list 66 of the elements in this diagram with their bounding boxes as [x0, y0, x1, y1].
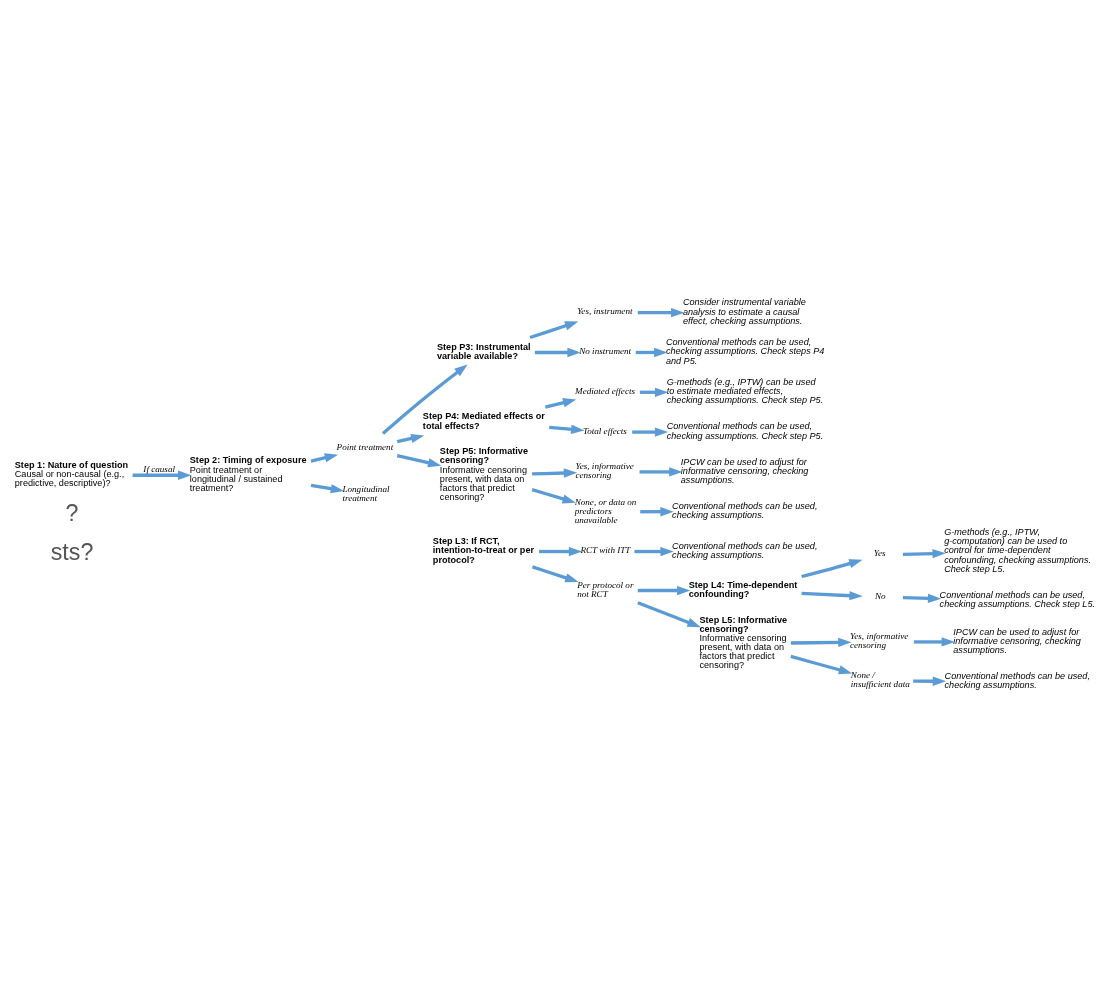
node-text: Conventional methods can be used, checking assumptions. — [672, 540, 818, 560]
arrow — [310, 453, 339, 463]
node-text: Step P3: Instrumental variable available? — [436, 341, 531, 361]
node-text: Step P5: Informative censoring? Informative censoring present, with data on factors that predict censoring? — [439, 446, 528, 502]
node-text: Step 2: Timing of exposure Point treatment or longitudinal / sustained treatment? — [189, 455, 307, 493]
node-text: No instrument — [579, 345, 632, 356]
node-text: IPCW can be used to adjust for informative censoring, checking assumptions. — [680, 456, 809, 485]
arrow — [396, 433, 425, 444]
node-text: Step L4: Time-dependent confounding? — [688, 579, 798, 599]
arrow — [801, 559, 863, 579]
arrow — [640, 507, 674, 517]
arrow — [790, 654, 853, 675]
node-text: Mediated effects — [575, 385, 636, 396]
node-text: Per protocol or not RCT — [577, 579, 634, 599]
arrow — [639, 467, 683, 477]
arrow — [632, 427, 669, 437]
node-text: Conventional methods can be used, checking assumptions. — [944, 671, 1090, 691]
node-text: Yes, instrument — [577, 306, 633, 317]
node-text: None / insufficient data — [850, 670, 910, 690]
arrow — [913, 637, 955, 647]
node-text: Yes, informative censoring — [575, 461, 634, 481]
node-text: None, or data on predictors unavailable — [574, 496, 637, 525]
arrow — [531, 565, 579, 583]
arrow — [790, 637, 852, 648]
arrow — [637, 601, 701, 628]
arrow — [529, 321, 579, 340]
node-text: Longitudinal treatment — [342, 483, 390, 503]
node-text: No — [874, 590, 886, 601]
node-text: Step P4: Mediated effects or total effects? — [422, 411, 545, 431]
arrow — [534, 347, 581, 358]
node-text: Consider instrumental variable analysis to estimate a causal effect, checking assumptions. — [682, 297, 806, 326]
label: sts? — [50, 538, 94, 565]
node-text: G-methods (e.g., IPTW, g-computation) can be used to control for time-dependent confounding, checking assumptions. Check step L5. — [944, 527, 1092, 574]
arrow — [396, 454, 442, 468]
node-text: Point treatment — [336, 442, 394, 453]
node-text: Yes — [873, 548, 886, 559]
node-text: IPCW can be used to adjust for informative censoring, checking assumptions. — [953, 626, 1081, 655]
node-text: Conventional methods can be used, checking assumptions. Check step P5. — [666, 421, 824, 441]
arrow — [637, 308, 685, 318]
arrow — [381, 364, 468, 435]
arrow — [549, 424, 585, 434]
arrow — [913, 676, 947, 686]
node-text: Conventional methods can be used, checking assumptions. — [672, 501, 818, 521]
arrow — [637, 585, 691, 596]
node-text: Step L3: If RCT, intention-to-treat or per protocol? — [432, 536, 535, 565]
node-text: Conventional methods can be used, checking assumptions. Check steps P4 and P5. — [665, 337, 825, 366]
arrow — [902, 548, 946, 559]
node-text: G-methods (e.g., IPTW) can be used to estimate mediated effects, checking assumptions. Check step P5. — [666, 377, 824, 406]
label: ? — [65, 499, 79, 526]
node-text: Yes, informative censoring — [850, 631, 909, 651]
arrow — [531, 487, 576, 504]
edge-label: If causal — [143, 463, 175, 474]
arrow — [634, 546, 674, 557]
arrow — [539, 546, 583, 557]
node-text: Step L5: Informative censoring? Informative censoring present, with data on factors that predict censoring? — [699, 614, 788, 671]
node-text: Total effects — [582, 425, 627, 436]
arrow — [902, 593, 942, 603]
arrow — [532, 468, 578, 478]
arrow — [635, 347, 668, 358]
node-text: Conventional methods can be used, checking assumptions. Check step L5. — [939, 589, 1096, 609]
node-text: Step 1: Nature of question Causal or non-causal (e.g., predictive, descriptive)? — [14, 460, 129, 489]
arrow — [132, 470, 192, 480]
arrow — [801, 591, 863, 601]
node-text: RCT with ITT — [580, 545, 631, 556]
arrow — [544, 398, 577, 409]
arrow — [310, 483, 345, 494]
